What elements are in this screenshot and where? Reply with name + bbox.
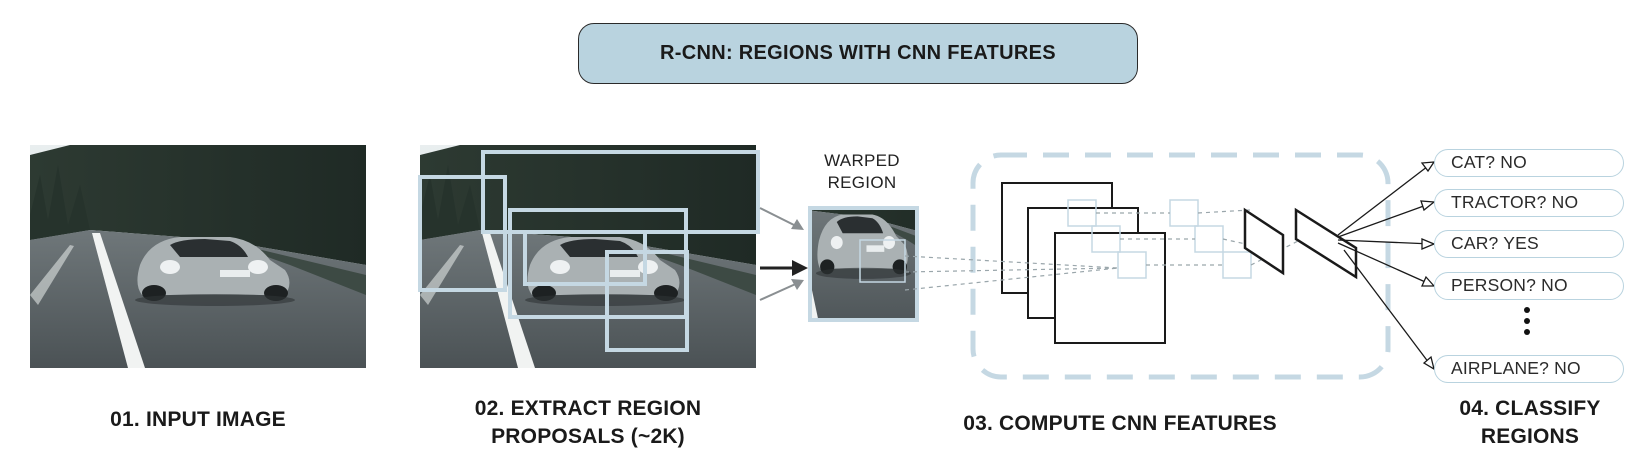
step-2-label: 02. EXTRACT REGION PROPOSALS (~2K) <box>400 395 776 451</box>
region-proposals-image <box>418 145 760 368</box>
region-proposal-box <box>523 230 647 286</box>
fc-layer <box>1243 207 1285 276</box>
input-image <box>30 145 366 368</box>
step-2-label-line2: PROPOSALS (~2K) <box>491 425 685 448</box>
warped-region-label-line2: REGION <box>827 173 897 192</box>
classification-arrows <box>1337 161 1436 371</box>
step-3-label-line1: 03. COMPUTE CNN FEATURES <box>963 412 1277 435</box>
warped-region-image <box>808 206 919 322</box>
step-3-label: 03. COMPUTE CNN FEATURES <box>860 410 1380 438</box>
region-proposal-box <box>605 250 689 352</box>
class-label-car: CAR? YES <box>1434 230 1624 258</box>
feature-map <box>1054 232 1166 344</box>
feature-connection-lines <box>904 209 1301 291</box>
step-4-label: 04. CLASSIFY REGIONS <box>1430 395 1630 451</box>
step-4-label-line2: REGIONS <box>1480 425 1580 448</box>
ellipsis-vertical-icon <box>1520 307 1534 340</box>
step-2-label-line1: 02. EXTRACT REGION <box>474 397 702 420</box>
step-4-label-line1: 04. CLASSIFY <box>1459 397 1601 420</box>
class-label-tractor: TRACTOR? NO <box>1434 189 1624 217</box>
warped-region-label-line1: WARPED <box>824 151 900 170</box>
proposal-to-warp-arrows <box>759 207 808 301</box>
warped-region-label: WARPED REGION <box>808 150 916 194</box>
class-label-person: PERSON? NO <box>1434 272 1624 300</box>
step-1-label-line1: 01. INPUT IMAGE <box>110 408 286 431</box>
class-label-airplane: AIRPLANE? NO <box>1434 355 1624 383</box>
step-1-label: 01. INPUT IMAGE <box>30 406 366 434</box>
fully-connected-layers <box>1243 207 1358 280</box>
region-proposal-box <box>418 175 507 292</box>
class-label-cat: CAT? NO <box>1434 149 1624 177</box>
fc-layer <box>1294 207 1358 280</box>
diagram-title: R-CNN: REGIONS WITH CNN FEATURES <box>578 23 1138 84</box>
